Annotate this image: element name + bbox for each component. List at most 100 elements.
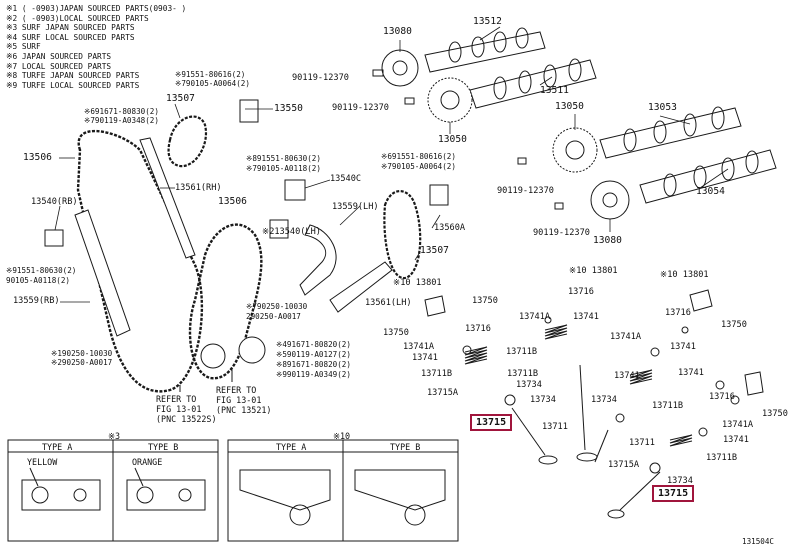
part-label[interactable]: ※290250-A0017 — [51, 358, 113, 367]
part-label[interactable]: 13550 — [274, 103, 303, 114]
part-label[interactable]: 90119-12370 — [497, 186, 554, 196]
part-label[interactable]: 13716 — [709, 392, 735, 402]
part-label[interactable]: 13711B — [706, 453, 738, 463]
part-label[interactable]: ※790105-A0064(2) — [381, 162, 456, 171]
part-label[interactable]: 290250-A0017 — [246, 312, 301, 321]
part-label[interactable]: ※590119-A0127(2) — [276, 350, 351, 359]
refer-line: REFER TO — [216, 385, 257, 395]
part-label[interactable]: 90119-12370 — [533, 228, 590, 238]
camshaft-lower-2 — [639, 149, 777, 204]
tensioner-13540-lh — [269, 219, 289, 239]
part-label[interactable]: 13741 — [412, 353, 438, 363]
part-label[interactable]: 13561(RH) — [175, 183, 222, 193]
part-label[interactable]: 13734 — [530, 395, 556, 405]
part-label[interactable]: ※891551-80630(2) — [246, 154, 321, 163]
part-label[interactable]: ※790105-A0118(2) — [246, 164, 321, 173]
part-label[interactable]: ※790250-10030 — [246, 302, 308, 311]
refer-note-2[interactable]: REFER TO FIG 13-01 (PNC 13521) — [216, 385, 271, 415]
part-label[interactable]: 13711 — [629, 438, 655, 448]
part-label[interactable]: 13512 — [473, 16, 502, 27]
part-label[interactable]: 13716 — [665, 308, 691, 318]
part-label[interactable]: ※990119-A0349(2) — [276, 370, 351, 379]
part-label[interactable]: 13559(LH) — [332, 202, 379, 212]
inset-left-type-a: TYPE A — [42, 442, 73, 452]
part-label[interactable]: 13559(RB) — [13, 296, 60, 306]
part-label[interactable]: 13711 — [542, 422, 568, 432]
cam-sprocket-13050-lower — [552, 127, 598, 173]
part-label[interactable]: 13715A — [427, 388, 459, 398]
part-label[interactable]: ※10 13801 — [393, 278, 442, 288]
part-label[interactable]: ※790105-A0064(2) — [175, 79, 250, 88]
part-label[interactable]: 13050 — [438, 134, 467, 145]
part-label[interactable]: 13741A — [403, 342, 435, 352]
part-label[interactable]: ※891671-80820(2) — [276, 360, 351, 369]
part-label[interactable]: 13053 — [648, 102, 677, 113]
part-label[interactable]: 90105-A0118(2) — [6, 276, 71, 285]
part-label[interactable]: 13506 — [23, 152, 52, 163]
part-label[interactable]: 13741A — [722, 420, 754, 430]
inset-left-note: ※3 — [108, 431, 121, 441]
part-label[interactable]: 13741 — [614, 371, 640, 381]
part-label[interactable]: 13540C — [330, 174, 362, 184]
part-label[interactable]: 13741 — [723, 435, 749, 445]
figure-code: 131504C — [742, 537, 775, 546]
part-label[interactable]: 13734 — [516, 380, 542, 390]
part-label[interactable]: 13741A — [519, 312, 551, 322]
part-label[interactable]: 13734 — [591, 395, 617, 405]
cam-sprocket-13050-upper — [427, 77, 473, 123]
part-label[interactable]: 13741 — [573, 312, 599, 322]
part-label[interactable]: 13054 — [696, 186, 725, 197]
part-label[interactable]: 13540(RB) — [31, 197, 78, 207]
part-label[interactable]: 90119-12370 — [332, 103, 389, 113]
highlighted-part-13715[interactable]: 13715 — [652, 485, 695, 502]
part-label[interactable]: ※491671-80820(2) — [276, 340, 351, 349]
part-label[interactable]: 13511 — [540, 85, 569, 96]
part-label[interactable]: 13506 — [218, 196, 247, 207]
part-label[interactable]: 13750 — [762, 409, 788, 419]
refer-line: FIG 13-01 — [216, 395, 262, 405]
refer-line: REFER TO — [156, 394, 197, 404]
part-label[interactable]: 13080 — [383, 26, 412, 37]
part-label[interactable]: 13715A — [608, 460, 640, 470]
part-label[interactable]: 13711B — [652, 401, 684, 411]
part-label[interactable]: ※91551-80616(2) — [175, 70, 246, 79]
inset-left-type-b: TYPE B — [148, 442, 179, 452]
part-label[interactable]: ※213540(LH) — [262, 227, 321, 237]
part-label[interactable]: ※10 13801 — [569, 266, 618, 276]
part-label[interactable]: 13711B — [507, 369, 539, 379]
part-label[interactable]: 13560A — [434, 223, 466, 233]
part-label[interactable]: 13507 — [420, 245, 449, 256]
legend-note: ※9 TURFE LOCAL SOURCED PARTS — [6, 80, 140, 90]
part-label[interactable]: 13750 — [472, 296, 498, 306]
part-label[interactable]: 13750 — [383, 328, 409, 338]
part-label[interactable]: 13716 — [568, 287, 594, 297]
part-label[interactable]: ※91551-80630(2) — [6, 266, 77, 275]
part-label[interactable]: 13741 — [678, 368, 704, 378]
part-label[interactable]: ※691551-80616(2) — [381, 152, 456, 161]
part-label[interactable]: 90119-12370 — [292, 73, 349, 83]
part-label[interactable]: 13716 — [465, 324, 491, 334]
legend-note: ※4 SURF LOCAL SOURCED PARTS — [6, 32, 135, 42]
valve-train — [424, 289, 764, 519]
part-label[interactable]: 13750 — [721, 320, 747, 330]
part-label[interactable]: 13050 — [555, 101, 584, 112]
part-label[interactable]: ※691671-80830(2) — [84, 107, 159, 116]
part-label[interactable]: 13741 — [670, 342, 696, 352]
refer-note-1[interactable]: REFER TO FIG 13-01 (PNC 13522S) — [156, 394, 217, 424]
inset-right-note: ※10 — [333, 431, 351, 441]
highlighted-part-13715[interactable]: 13715 — [470, 414, 513, 431]
part-label[interactable]: 13711B — [421, 369, 453, 379]
part-label[interactable]: ※10 13801 — [660, 270, 709, 280]
camshaft-upper-2 — [469, 58, 597, 109]
part-label[interactable]: 13507 — [166, 93, 195, 104]
part-label[interactable]: 13741A — [610, 332, 642, 342]
part-label[interactable]: 13080 — [593, 235, 622, 246]
legend-note: ※1 ( -0903)JAPAN SOURCED PARTS(0903- ) — [6, 4, 187, 13]
part-label[interactable]: 13734 — [667, 476, 693, 486]
part-label[interactable]: ※190250-10030 — [51, 349, 113, 358]
part-label[interactable]: ※790119-A0348(2) — [84, 116, 159, 125]
part-label[interactable]: 13561(LH) — [365, 298, 412, 308]
part-label[interactable]: 13711B — [506, 347, 538, 357]
